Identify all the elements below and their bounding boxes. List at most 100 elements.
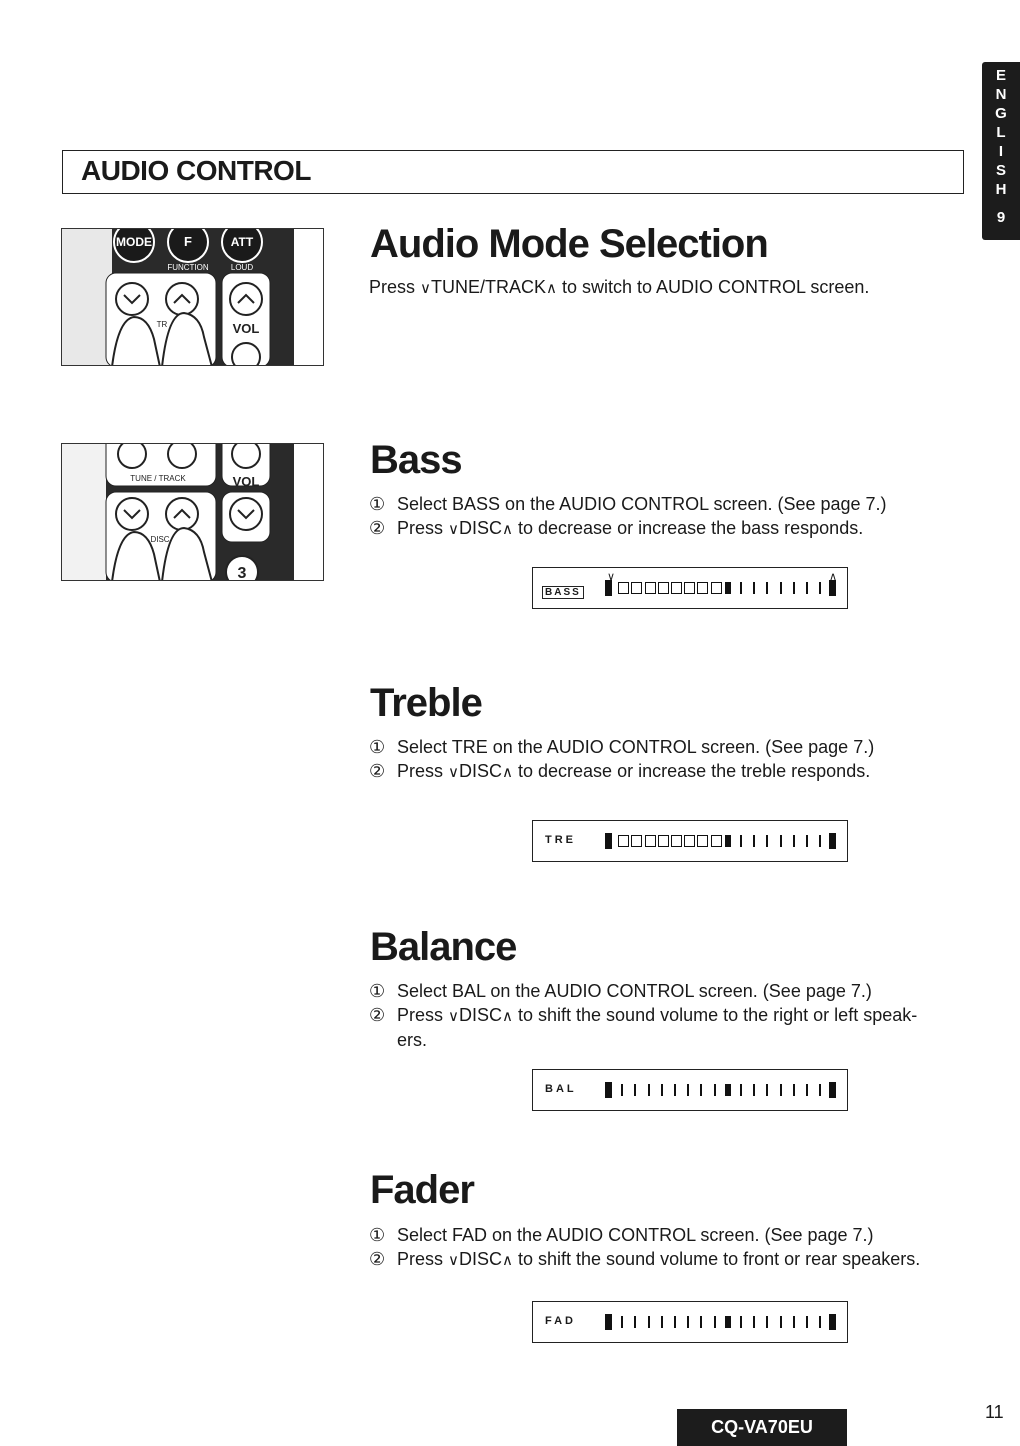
- level-segment: [819, 835, 822, 847]
- step-2: ② Press ∨DISC∧ to shift the sound volume…: [369, 1247, 920, 1272]
- level-segment: [660, 1084, 663, 1096]
- down-arrow-icon: ∨: [420, 279, 431, 297]
- level-segment: [644, 835, 656, 847]
- level-segment: [618, 582, 630, 594]
- step-number: ①: [369, 981, 386, 1001]
- level-segment: [671, 835, 682, 847]
- up-arrow-icon: ∧: [502, 520, 513, 538]
- language-letter: L: [996, 124, 1006, 141]
- remote-drawing: TUNE / TRACK VOL DISC 3: [62, 444, 294, 581]
- language-letter: E: [995, 67, 1006, 84]
- level-segment: [779, 835, 782, 847]
- step-text: Press ∨DISC∧ to shift the sound volume t…: [397, 1247, 920, 1272]
- level-segment: [829, 580, 837, 596]
- att-button-label: ATT: [231, 235, 254, 249]
- bass-steps: ① Select BASS on the AUDIO CONTROL scree…: [369, 492, 887, 541]
- level-segment: [697, 835, 709, 847]
- level-segment: [740, 835, 742, 847]
- level-bar: [605, 833, 841, 849]
- level-segment: [605, 1314, 612, 1330]
- step-1: ① Select BAL on the AUDIO CONTROL screen…: [369, 979, 917, 1003]
- down-arrow-icon: ∨: [448, 520, 459, 538]
- level-segment: [829, 1314, 837, 1330]
- step-text: Select FAD on the AUDIO CONTROL screen. …: [397, 1225, 874, 1245]
- level-segment: [806, 582, 808, 594]
- step-1: ① Select BASS on the AUDIO CONTROL scree…: [369, 492, 887, 516]
- up-arrow-icon: ∧: [502, 763, 513, 781]
- step-text: Press ∨DISC∧ to shift the sound volume t…: [397, 1003, 917, 1028]
- level-segment: [671, 582, 682, 594]
- level-segment: [631, 835, 643, 847]
- step-text: Select BASS on the AUDIO CONTROL screen.…: [397, 494, 887, 514]
- key-name: DISC: [459, 1005, 503, 1025]
- fader-steps: ① Select FAD on the AUDIO CONTROL screen…: [369, 1223, 920, 1272]
- vol-label: VOL: [233, 474, 260, 489]
- heading-balance: Balance: [370, 925, 517, 969]
- level-segment: [829, 1082, 837, 1098]
- level-segment: [792, 582, 795, 594]
- tune-track-label: TUNE / TRACK: [130, 474, 186, 483]
- model-badge: CQ-VA70EU: [677, 1409, 847, 1446]
- instruction-text: Press: [369, 277, 421, 297]
- step-2-continued: ers.: [369, 1028, 917, 1052]
- level-segment: [753, 1084, 756, 1096]
- level-segment: [806, 1084, 808, 1096]
- level-segment: [657, 835, 669, 847]
- level-segment: [819, 1316, 822, 1328]
- step-number: ①: [369, 1225, 386, 1245]
- level-segment: [660, 1316, 663, 1328]
- level-segment: [753, 1316, 756, 1328]
- level-segment: [697, 582, 709, 594]
- step-2: ② Press ∨DISC∧ to decrease or increase t…: [369, 516, 887, 541]
- heading-treble: Treble: [370, 681, 483, 725]
- step-text-part: to shift the sound volume to the right o…: [513, 1005, 918, 1025]
- vol-label: VOL: [233, 321, 260, 336]
- level-segment: [644, 582, 656, 594]
- step-1: ① Select FAD on the AUDIO CONTROL screen…: [369, 1223, 920, 1247]
- step-text-part: Press: [397, 761, 449, 781]
- balance-display: BAL: [532, 1069, 848, 1111]
- step-text-part: Press: [397, 1005, 449, 1025]
- up-arrow-icon: ∧: [546, 279, 557, 297]
- fader-display: FAD: [532, 1301, 848, 1343]
- indent: [369, 1028, 397, 1052]
- f-button-label: F: [184, 234, 192, 249]
- level-segment: [605, 1082, 612, 1098]
- disc-label: DISC: [150, 535, 169, 544]
- level-segment: [723, 1083, 732, 1097]
- level-segment: [631, 582, 643, 594]
- section-title: AUDIO CONTROL: [81, 155, 311, 186]
- level-segment: [710, 835, 722, 847]
- language-letter: I: [998, 143, 1004, 160]
- treble-display: TRE: [532, 820, 848, 862]
- language-letter: N: [995, 86, 1007, 103]
- page-number: 11: [985, 1402, 1004, 1422]
- key-name: DISC: [459, 761, 503, 781]
- level-segment: [634, 1316, 637, 1328]
- down-arrow-icon: ∨: [448, 1007, 459, 1025]
- level-segment: [819, 582, 822, 594]
- tr-label: TR: [157, 320, 168, 329]
- key-name: TUNE/TRACK: [431, 277, 547, 297]
- audio-mode-instruction: Press ∨TUNE/TRACK∧ to switch to AUDIO CO…: [369, 275, 869, 300]
- level-segment: [806, 1316, 808, 1328]
- level-segment: [687, 1084, 690, 1096]
- step-text: Select TRE on the AUDIO CONTROL screen. …: [397, 737, 875, 757]
- level-segment: [792, 835, 795, 847]
- step-text: Press ∨DISC∧ to decrease or increase the…: [397, 516, 863, 541]
- level-segment: [647, 1084, 650, 1096]
- step-text-part: Press: [397, 518, 449, 538]
- display-up-indicator: ∧: [829, 570, 838, 583]
- down-arrow-icon: ∨: [448, 1251, 459, 1269]
- level-segment: [792, 1084, 795, 1096]
- level-bar: [605, 1314, 841, 1330]
- level-segment: [766, 582, 769, 594]
- level-segment: [674, 1316, 676, 1328]
- button-3-label: 3: [238, 565, 247, 581]
- instruction-text: to switch to AUDIO CONTROL screen.: [557, 277, 870, 297]
- level-segment: [687, 1316, 690, 1328]
- step-text-part: Press: [397, 1249, 449, 1269]
- level-segment: [753, 835, 756, 847]
- up-arrow-icon: ∧: [502, 1251, 513, 1269]
- key-name: DISC: [459, 518, 503, 538]
